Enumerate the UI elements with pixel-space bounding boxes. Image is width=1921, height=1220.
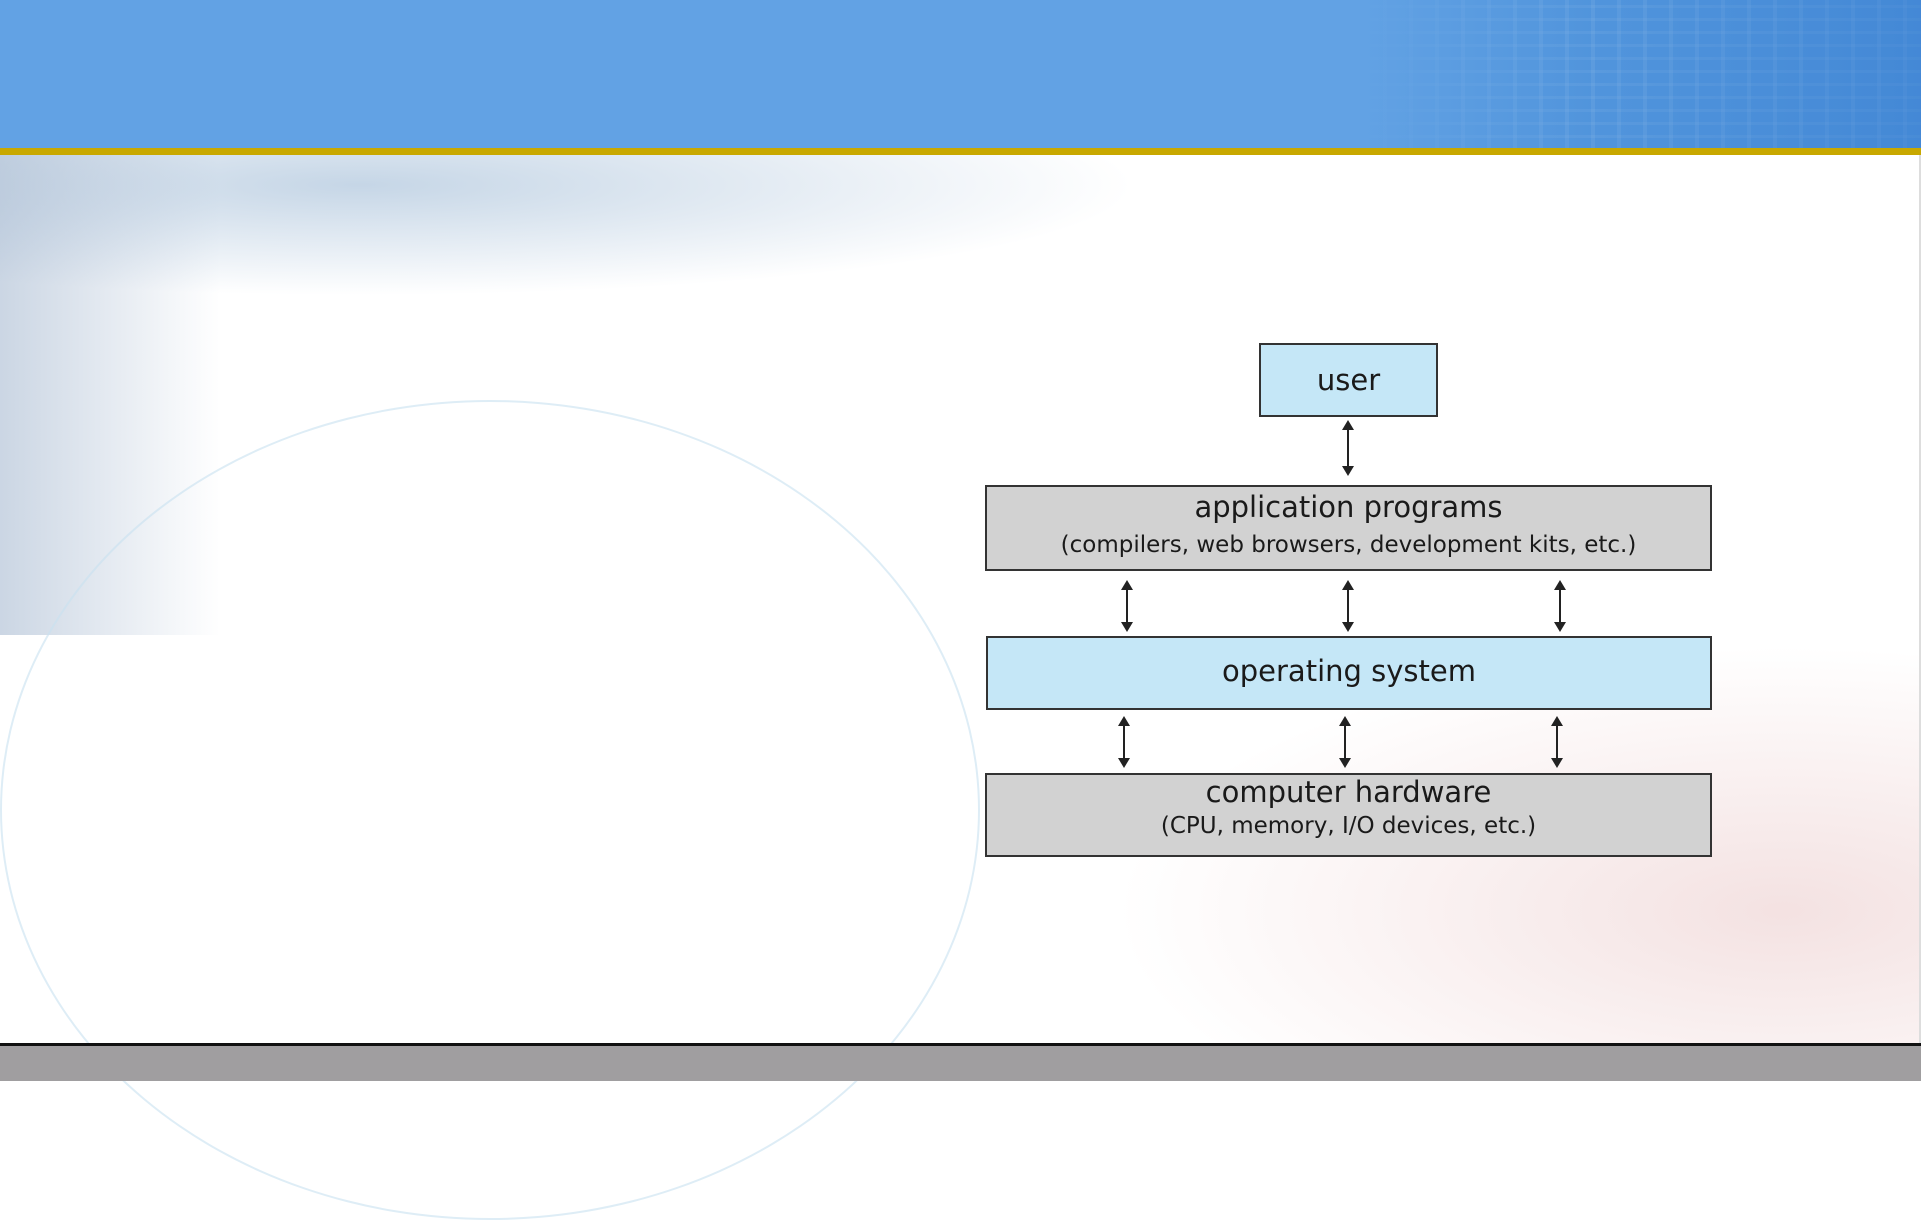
slide-footer-bar — [0, 1046, 1921, 1081]
application-programs-title: application programs — [1194, 490, 1503, 524]
header-accent-line — [0, 148, 1921, 155]
arrow-os-hardware-left — [1118, 716, 1130, 768]
operating-system-box: operating system — [986, 636, 1712, 710]
application-programs-subtitle: (compilers, web browsers, development ki… — [1060, 532, 1637, 558]
arrow-os-hardware-right — [1551, 716, 1563, 768]
arrow-application-os-left — [1121, 580, 1133, 632]
arrow-application-os-right — [1554, 580, 1566, 632]
arrow-user-application — [1342, 420, 1354, 476]
globe-watermark — [0, 400, 980, 1220]
computer-hardware-box: computer hardware (CPU, memory, I/O devi… — [985, 773, 1712, 857]
user-label: user — [1316, 363, 1381, 397]
computer-hardware-title: computer hardware — [1205, 775, 1492, 809]
circuit-board-decoration — [1361, 0, 1921, 148]
slide-edge — [1919, 155, 1921, 1043]
arrow-application-os-center — [1342, 580, 1354, 632]
footer-divider — [0, 1043, 1921, 1046]
application-programs-box: application programs (compilers, web bro… — [985, 485, 1712, 571]
arrow-os-hardware-center — [1339, 716, 1351, 768]
computer-hardware-subtitle: (CPU, memory, I/O devices, etc.) — [1160, 813, 1537, 839]
operating-system-label: operating system — [1222, 654, 1476, 688]
slide-header-bar — [0, 0, 1921, 148]
user-box: user — [1259, 343, 1438, 417]
